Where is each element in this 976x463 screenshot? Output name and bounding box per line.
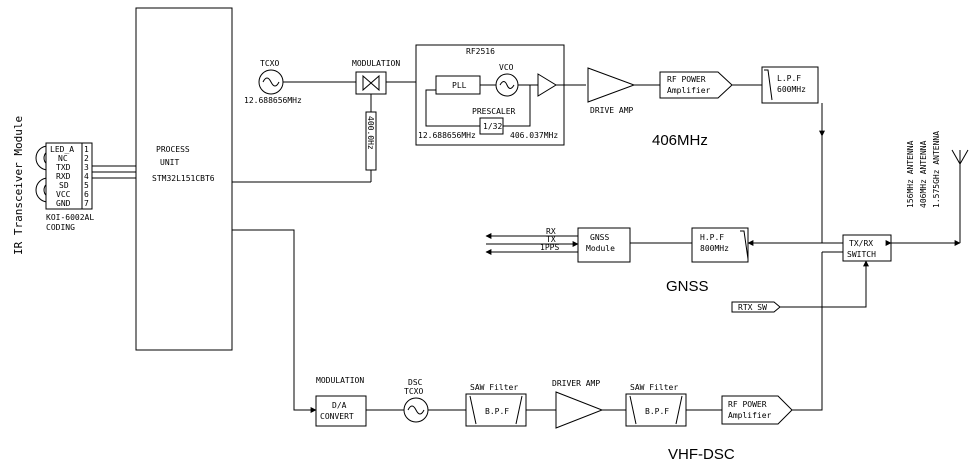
drive-amp-label: DRIVE AMP: [590, 106, 634, 115]
pin-txd: TXD: [56, 163, 71, 172]
prescaler-div: 1/32: [483, 122, 502, 131]
ir-connector: LED_A NC TXD RXD SD VCC GND 1 2 3 4 5 6 …: [35, 142, 94, 232]
lpf-line2: 600MHz: [777, 85, 806, 94]
gnss-pps: 1PPS: [540, 243, 559, 252]
connector-coding: CODING: [46, 223, 75, 232]
rf-power-top: RF POWER Amplifier: [659, 71, 733, 99]
pll-label: PLL: [452, 81, 467, 90]
rtx-sw: RTX SW: [731, 301, 781, 313]
hpf-800: H.P.F 800MHz: [691, 227, 749, 263]
lpf-line1: L.P.F: [777, 74, 801, 83]
da-line2: CONVERT: [320, 412, 354, 421]
vco-label: VCO: [499, 63, 514, 72]
prescaler-label: PRESCALER: [472, 107, 516, 116]
pin-num-1: 1: [84, 145, 89, 154]
hpf-line1: H.P.F: [700, 233, 724, 242]
saw1-label: SAW Filter: [470, 383, 518, 392]
modulation-top-label: MODULATION: [352, 59, 400, 68]
saw-filter-2: SAW Filter B.P.F: [625, 383, 687, 427]
modulation-top-lpf: 400.0Hz: [366, 116, 375, 150]
pin-nc: NC: [58, 154, 68, 163]
band-406-label: 406MHz: [652, 132, 708, 149]
da-convert: MODULATION D/A CONVERT: [315, 376, 367, 427]
antenna-line3: 1.575GHz ANTENNA: [932, 131, 941, 208]
pin-sd: SD: [59, 181, 69, 190]
pin-num-2: 2: [84, 154, 89, 163]
modulation-top: MODULATION 400.0Hz: [352, 59, 400, 182]
process-unit-line2: UNIT: [160, 158, 179, 167]
rf2516-out-freq: 406.037MHz: [510, 131, 558, 140]
rf-power-top-line1: RF POWER: [667, 75, 706, 84]
rf2516-in-freq: 12.688656MHz: [418, 131, 476, 140]
tcxo-label: TCXO: [260, 59, 279, 68]
process-unit-line1: PROCESS: [156, 145, 190, 154]
dsc-modulation-label: MODULATION: [316, 376, 364, 385]
txrx-line1: TX/RX: [849, 239, 873, 248]
rf2516: RF2516 PLL VCO PRESCALER 1/32 12.688656M…: [415, 44, 586, 146]
gnss-module-line1: GNSS: [590, 233, 609, 242]
process-unit-line3: STM32L151CBT6: [152, 174, 215, 183]
pin-gnd: GND: [56, 199, 71, 208]
bpf1-label: B.P.F: [485, 407, 509, 416]
driver-amp: DRIVER AMP: [552, 379, 604, 429]
gnss-module-line2: Module: [586, 244, 615, 253]
antenna-line2: 406MHz ANTENNA: [919, 140, 928, 208]
hpf-line2: 800MHz: [700, 244, 729, 253]
rf-power-bottom: RF POWER Amplifier: [721, 395, 793, 425]
pin-num-3: 3: [84, 163, 89, 172]
tcxo-freq: 12.688656MHz: [244, 96, 302, 105]
dsc-tcxo-line1: DSC: [408, 378, 423, 387]
process-unit: PROCESS UNIT STM32L151CBT6: [135, 7, 233, 351]
txrx-switch: TX/RX SWITCH: [842, 234, 892, 262]
rf-power-bottom-line1: RF POWER: [728, 400, 767, 409]
gnss-tx: TX: [546, 235, 556, 244]
pin-num-5: 5: [84, 181, 89, 190]
vhf-dsc-title: VHF-DSC: [668, 446, 735, 463]
tcxo: TCXO 12.688656MHz: [244, 59, 302, 105]
gnss-module: GNSS Module: [577, 227, 631, 263]
pin-num-6: 6: [84, 190, 89, 199]
lpf-600: L.P.F 600MHz: [761, 66, 819, 104]
driver-amp-label: DRIVER AMP: [552, 379, 600, 388]
dsc-tcxo-line2: TCXO: [404, 387, 423, 396]
connector-part: KOI-6002AL: [46, 213, 94, 222]
drive-amp: DRIVE AMP: [587, 67, 636, 115]
rf-power-top-line2: Amplifier: [667, 86, 711, 95]
saw-filter-1: SAW Filter B.P.F: [465, 383, 527, 427]
da-line1: D/A: [332, 401, 347, 410]
side-title: IR Transceiver Module: [12, 116, 25, 255]
pin-num-4: 4: [84, 172, 89, 181]
dsc-tcxo: DSC TCXO: [403, 378, 429, 423]
rtx-sw-label: RTX SW: [738, 303, 767, 312]
gnss-title: GNSS: [666, 278, 709, 295]
rf2516-title: RF2516: [466, 47, 495, 56]
bpf2-label: B.P.F: [645, 407, 669, 416]
rf-power-bottom-line2: Amplifier: [728, 411, 772, 420]
antenna-line1: 156MHz ANTENNA: [906, 140, 915, 208]
pin-led-a: LED_A: [50, 145, 74, 154]
pin-num-7: 7: [84, 199, 89, 208]
gnss-rx: RX: [546, 227, 556, 236]
antenna-icon: [951, 149, 969, 243]
pin-vcc: VCC: [56, 190, 71, 199]
pin-rxd: RXD: [56, 172, 71, 181]
saw2-label: SAW Filter: [630, 383, 678, 392]
txrx-line2: SWITCH: [847, 250, 876, 259]
